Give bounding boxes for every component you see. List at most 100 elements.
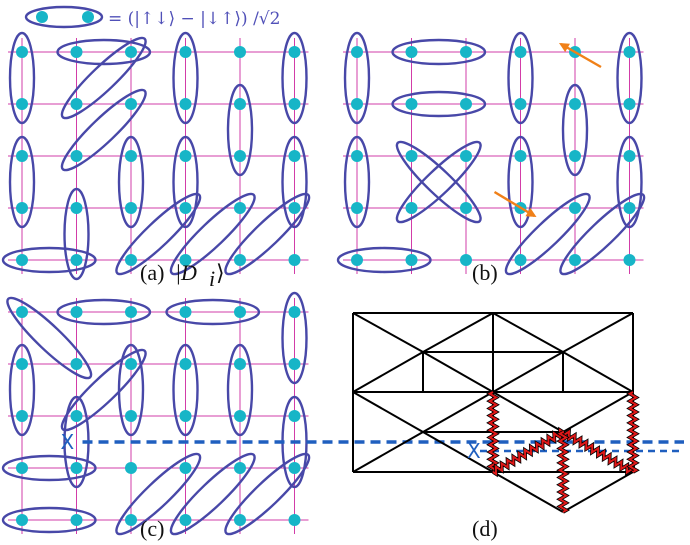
site <box>288 410 301 422</box>
site <box>16 202 28 214</box>
site <box>70 98 83 110</box>
lattice-sites <box>16 306 301 526</box>
site <box>234 410 246 422</box>
site <box>288 202 301 214</box>
caption-a: (a) <box>140 260 164 285</box>
site <box>514 98 527 110</box>
wavy-string <box>487 391 499 473</box>
site <box>16 254 28 266</box>
dimer <box>60 36 147 120</box>
site <box>179 46 192 58</box>
dimer <box>8 343 36 437</box>
triangle-edge <box>562 312 634 353</box>
site <box>623 46 636 58</box>
legend-formula: = (|↑↓⟩ − |↓↑⟩) /√2 <box>108 9 280 29</box>
dimer <box>226 83 254 177</box>
site <box>179 410 192 422</box>
dimer <box>172 343 199 437</box>
dimer-covering <box>1 31 311 281</box>
site <box>234 46 246 58</box>
site <box>569 254 581 266</box>
site <box>234 514 246 526</box>
dimer <box>172 31 199 125</box>
dimer <box>56 38 152 66</box>
panel-d: X <box>352 312 684 514</box>
site <box>234 202 246 214</box>
caption-b: (b) <box>472 260 498 285</box>
dimer <box>395 140 482 224</box>
dimer <box>281 291 308 385</box>
triangle-edge <box>422 431 494 473</box>
site <box>405 202 418 214</box>
site <box>460 202 472 214</box>
site <box>288 306 301 318</box>
site <box>125 358 137 370</box>
site <box>125 514 137 526</box>
site <box>16 410 28 422</box>
site <box>70 462 83 474</box>
site <box>460 46 472 58</box>
wavy-string <box>557 431 569 513</box>
site <box>16 46 28 58</box>
site <box>460 98 472 110</box>
panel-b <box>336 31 646 276</box>
dimer <box>117 135 145 229</box>
dimer <box>1 454 97 482</box>
site <box>234 306 246 318</box>
caption-d: (d) <box>472 516 498 541</box>
site <box>623 98 636 110</box>
site <box>70 514 83 526</box>
site <box>125 254 137 266</box>
site <box>125 202 137 214</box>
dimer <box>117 343 145 437</box>
dimer <box>281 135 308 229</box>
panel-c: X <box>1 291 684 536</box>
site <box>179 202 192 214</box>
dimer <box>60 88 147 172</box>
site <box>623 150 636 162</box>
legend-dimer <box>24 5 104 29</box>
site <box>351 254 363 266</box>
dimer <box>395 140 482 224</box>
dimer <box>343 135 371 229</box>
dimer <box>1 506 97 534</box>
site <box>125 306 137 318</box>
dimer <box>1 246 97 274</box>
dimer <box>8 31 36 125</box>
site <box>351 202 363 214</box>
spin-arrow-line <box>493 190 536 218</box>
dimer <box>224 192 311 276</box>
triangle-edge <box>492 312 564 353</box>
site <box>351 46 363 58</box>
site <box>569 202 581 214</box>
site <box>460 254 472 266</box>
site <box>234 254 246 266</box>
triangle-edge <box>492 391 564 433</box>
site <box>405 46 418 58</box>
dimer <box>165 298 261 326</box>
site <box>405 254 418 266</box>
site <box>16 358 28 370</box>
site <box>70 358 83 370</box>
dimer <box>616 31 643 125</box>
triangle-edge <box>352 351 424 393</box>
site <box>70 306 83 318</box>
site <box>179 98 192 110</box>
dimer <box>561 83 589 177</box>
triangle-edge <box>492 351 564 393</box>
site <box>179 254 192 266</box>
dimer <box>60 348 147 432</box>
dimer <box>56 298 152 326</box>
site <box>569 150 581 162</box>
site <box>460 150 472 162</box>
caption-a-subscript: i <box>209 266 215 291</box>
triangle-edge <box>422 391 494 433</box>
dimer <box>616 135 643 229</box>
legend-site <box>36 11 48 23</box>
site <box>288 254 301 266</box>
site <box>288 98 301 110</box>
dimer <box>224 452 311 536</box>
site <box>514 150 527 162</box>
dimer <box>226 343 254 437</box>
